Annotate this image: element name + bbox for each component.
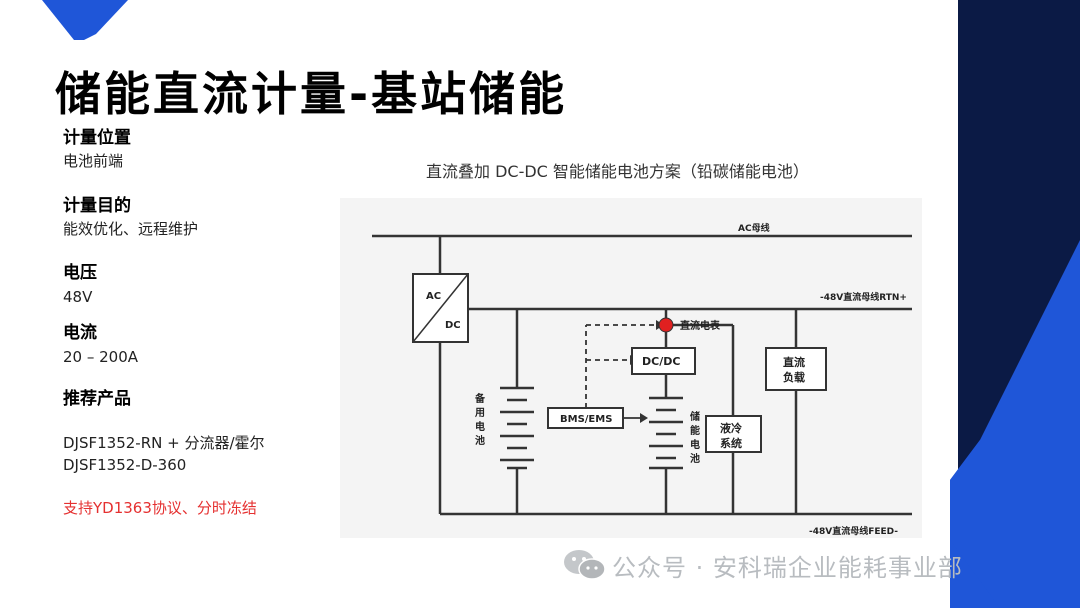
section-heading-voltage: 电压 xyxy=(63,263,97,283)
section-heading-purpose: 计量目的 xyxy=(63,196,131,216)
backup-battery-char-4: 池 xyxy=(475,434,485,447)
storage-battery-char-4: 池 xyxy=(690,452,700,465)
load-label-2: 负载 xyxy=(783,370,805,384)
section-value-purpose: 能效优化、远程维护 xyxy=(63,220,199,238)
watermark-text: 公众号 · 安科瑞企业能耗事业部 xyxy=(612,554,963,582)
dcdc-box xyxy=(631,347,696,375)
ac-bus-label: AC母线 xyxy=(738,222,770,234)
cooling-label-2: 系统 xyxy=(720,436,742,450)
right-side-panel xyxy=(950,0,1080,608)
backup-battery-char-2: 用 xyxy=(474,407,485,419)
cooling-box xyxy=(705,415,762,453)
load-box xyxy=(765,347,827,391)
diagram-title: 直流叠加 DC-DC 智能储能电池方案（铅碳储能电池） xyxy=(426,162,809,181)
section-value-voltage: 48V xyxy=(63,288,93,306)
top-left-corner-shape xyxy=(42,0,128,40)
section-heading-location: 计量位置 xyxy=(63,128,131,148)
storage-battery-symbol xyxy=(649,396,683,470)
rect-dc-label: DC xyxy=(445,320,461,331)
section-heading-current: 电流 xyxy=(63,323,97,343)
rect-ac-label: AC xyxy=(426,291,441,302)
load-label-1: 直流 xyxy=(783,355,805,369)
cooling-label-1: 液冷 xyxy=(720,421,742,435)
bms-label: BMS/EMS xyxy=(560,414,612,425)
control-dashed-lines xyxy=(585,324,656,408)
section-value-current: 20 – 200A xyxy=(63,348,139,366)
meter-label: 直流电表 xyxy=(680,319,721,332)
product-line-2: DJSF1352-D-360 xyxy=(63,456,187,474)
rtn-bus-label: -48V直流母线RTN+ xyxy=(820,291,907,303)
storage-battery-char-3: 电 xyxy=(690,438,700,451)
storage-battery-char-1: 储 xyxy=(689,410,700,423)
section-heading-products: 推荐产品 xyxy=(63,389,131,409)
bms-box xyxy=(547,407,624,429)
storage-battery-char-2: 能 xyxy=(690,424,700,437)
backup-battery-char-3: 电 xyxy=(475,420,485,433)
product-line-1: DJSF1352-RN + 分流器/霍尔 xyxy=(63,434,265,452)
dcdc-label: DC/DC xyxy=(642,355,680,368)
section-value-location: 电池前端 xyxy=(63,152,124,170)
page-title: 储能直流计量-基站储能 xyxy=(55,67,568,121)
backup-battery-char-1: 备 xyxy=(474,392,486,405)
dc-storage-diagram: AC母线 -48V直流母线RTN+ -48V直流母线FEED- AC DC 直流… xyxy=(340,198,922,538)
dc-meter-dot xyxy=(658,317,674,333)
protocol-highlight: 支持YD1363协议、分时冻结 xyxy=(63,499,257,517)
feed-bus-label: -48V直流母线FEED- xyxy=(809,525,898,537)
backup-battery-symbol xyxy=(500,386,534,470)
wechat-icon xyxy=(564,550,606,580)
